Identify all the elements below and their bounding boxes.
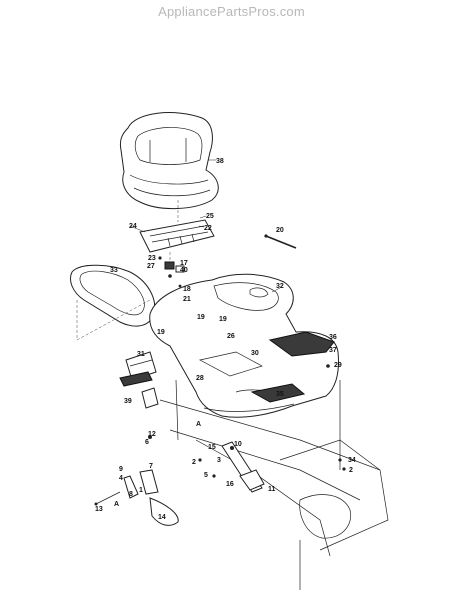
callout-35: 35 — [276, 391, 284, 398]
callout-29: 29 — [334, 362, 342, 369]
callout-19b: 19 — [219, 316, 227, 323]
callout-16: 16 — [226, 481, 234, 488]
footrest-pad-part[interactable] — [250, 331, 335, 403]
callout-11: 11 — [268, 486, 276, 493]
callout-33: 33 — [110, 267, 118, 274]
callout-5: 5 — [204, 472, 208, 479]
callout-A1: A — [196, 421, 201, 428]
callout-21: 21 — [183, 296, 191, 303]
callout-26: 26 — [227, 333, 235, 340]
callout-7: 7 — [149, 463, 153, 470]
callout-9: 9 — [119, 466, 123, 473]
callout-labels: 38 25 24 22 20 33 23 17 27 40 32 18 21 1… — [95, 158, 356, 521]
callout-38: 38 — [216, 158, 224, 165]
callout-39: 39 — [124, 398, 132, 405]
callout-20: 20 — [276, 227, 284, 234]
callout-25: 25 — [206, 213, 214, 220]
callout-27: 27 — [147, 263, 155, 270]
callout-3: 3 — [217, 457, 221, 464]
callout-6: 6 — [145, 439, 149, 446]
callout-34: 34 — [348, 457, 356, 464]
callout-2a: 2 — [192, 459, 196, 466]
callout-36: 36 — [329, 334, 337, 341]
seat-pan-part[interactable] — [139, 219, 215, 253]
callout-14: 14 — [158, 514, 166, 521]
callout-30: 30 — [251, 350, 259, 357]
clip-part[interactable] — [119, 371, 159, 409]
watermark-text: AppliancePartsPros.com — [158, 4, 305, 19]
callout-12: 12 — [148, 431, 156, 438]
callout-31: 31 — [137, 351, 145, 358]
rod-part[interactable] — [264, 234, 297, 249]
callout-15: 15 — [208, 444, 216, 451]
callout-1: 1 — [139, 487, 143, 494]
callout-22: 22 — [204, 225, 212, 232]
fender-body-part[interactable] — [149, 273, 339, 418]
callout-10: 10 — [234, 441, 242, 448]
callout-23: 23 — [148, 255, 156, 262]
callout-4: 4 — [119, 475, 123, 482]
seat-part[interactable] — [119, 112, 219, 210]
callout-28: 28 — [196, 375, 204, 382]
callout-19a: 19 — [197, 314, 205, 321]
callout-32: 32 — [276, 283, 284, 290]
tray-part[interactable] — [70, 264, 156, 327]
callout-13: 13 — [95, 506, 103, 513]
callout-A2: A — [114, 501, 119, 508]
pedal-linkage-part[interactable] — [94, 469, 179, 526]
callout-18: 18 — [183, 286, 191, 293]
hardware-cluster[interactable] — [158, 256, 185, 278]
callout-8: 8 — [129, 491, 133, 498]
callout-17: 17 — [180, 260, 188, 267]
lever-part[interactable] — [221, 441, 265, 493]
bolts-hardware[interactable] — [148, 364, 346, 478]
callout-40: 40 — [180, 267, 188, 274]
frame-chassis — [159, 379, 389, 590]
callout-37: 37 — [329, 347, 337, 354]
callout-24: 24 — [129, 223, 137, 230]
callout-19c: 19 — [157, 329, 165, 336]
callout-2b: 2 — [349, 467, 353, 474]
